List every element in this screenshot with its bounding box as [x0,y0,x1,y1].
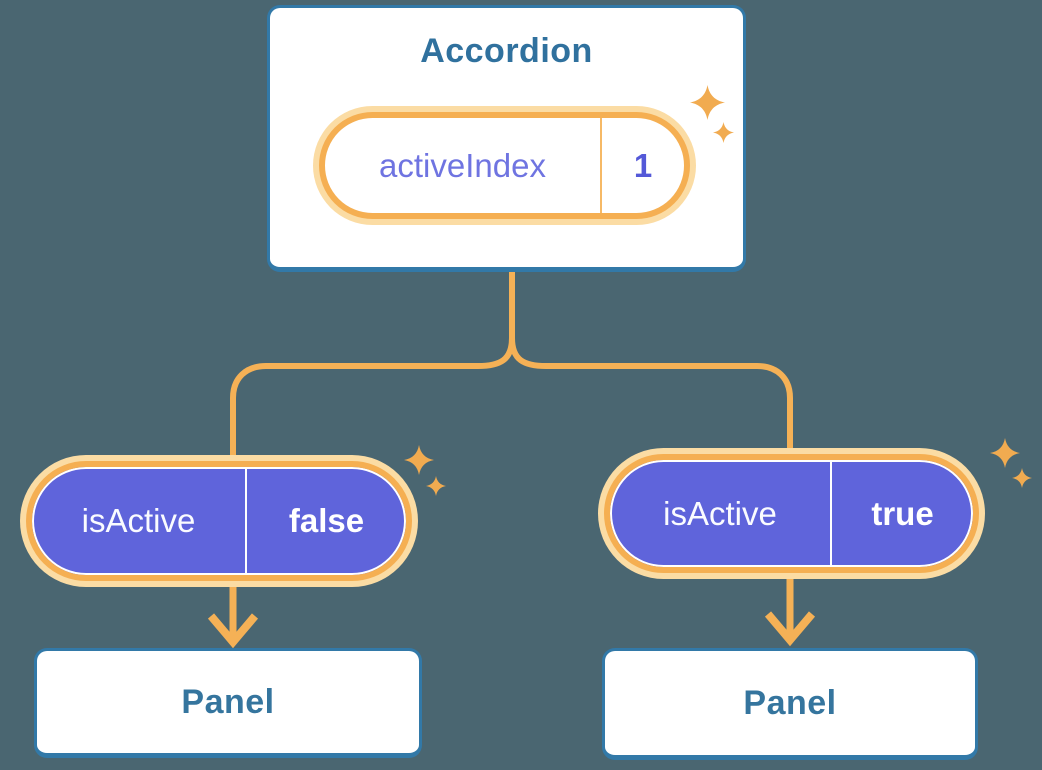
state-pill: activeIndex 1 [319,112,690,219]
left-prop-pill-label: isActive [81,502,196,539]
right-prop-pill: isActive true [604,454,979,573]
right-arrow-head [764,611,816,647]
right-prop-pill-divider [830,460,832,567]
left-prop-pill-divider [245,467,247,575]
state-pill-divider [600,118,602,213]
right-panel-component-box: Panel [602,648,978,760]
left-prop-pill: isActive false [26,461,412,581]
right-prop-pill-label: isActive [663,494,777,532]
left-panel-title: Panel [181,682,275,721]
left-prop-pill-value: false [288,502,365,539]
sparkle-icon [690,85,725,120]
sparkle-icon [990,438,1020,468]
accordion-component-box: Accordion activeIndex 1 [267,5,746,272]
sparkle-icon [426,476,446,496]
right-panel-title: Panel [743,683,837,722]
state-pill-value: 1 [633,146,653,184]
sparkle-icon [713,122,734,143]
right-panel-title-wrap: Panel [605,651,975,755]
accordion-title: Accordion [420,32,593,70]
left-panel-title-wrap: Panel [37,651,419,753]
left-panel-component-box: Panel [34,648,422,758]
right-branch-line [509,337,793,470]
sparkle-icon [1012,468,1032,488]
state-pill-label: activeIndex [379,146,546,184]
sparkle-icon [404,445,434,475]
left-arrow-head [207,613,259,649]
right-prop-pill-value: true [871,494,934,532]
left-branch-line [230,337,515,470]
